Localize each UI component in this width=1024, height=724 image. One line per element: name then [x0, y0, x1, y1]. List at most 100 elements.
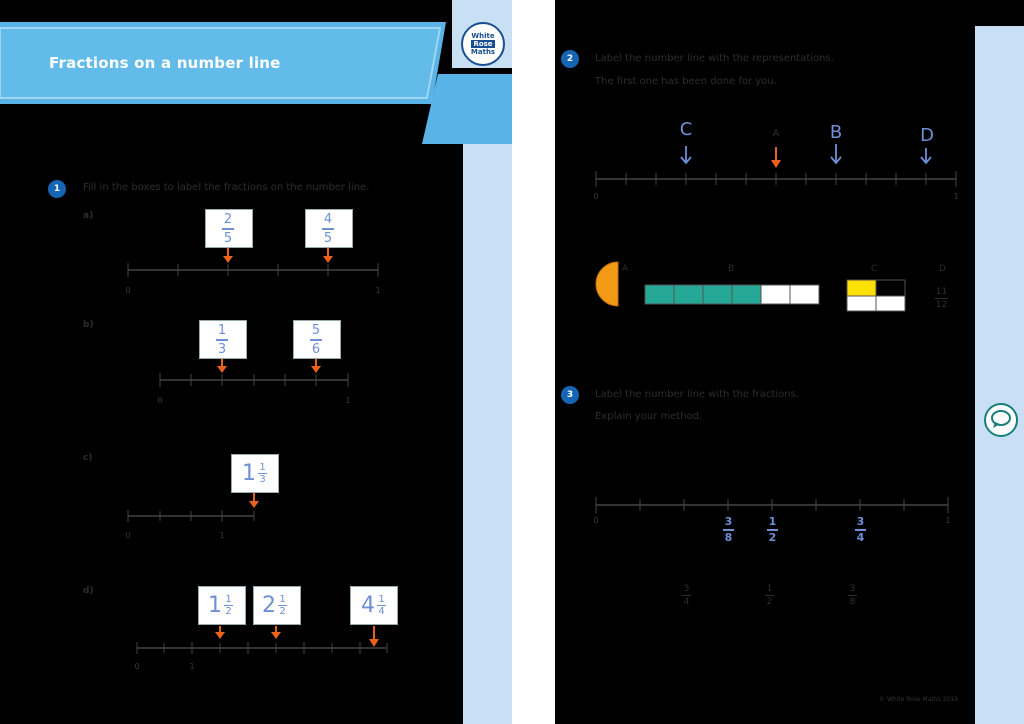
tick-label-q2-0: 0 — [593, 192, 599, 201]
question-3-prompt-line-1: Label the number line with the fractions… — [595, 389, 799, 400]
denominator: 5 — [323, 230, 333, 246]
tick-label-q3-1: 1 — [945, 516, 951, 525]
denominator: 4 — [683, 597, 690, 607]
logo-line-3: Maths — [470, 48, 496, 56]
tick-label-c-1: 1 — [219, 531, 225, 540]
rep-label-d: D — [939, 264, 946, 274]
denominator: 2 — [279, 606, 286, 618]
number-line-a — [127, 248, 379, 277]
number-line-d — [136, 626, 388, 654]
numerator: 1 — [768, 515, 777, 528]
tick-label-d-0: 0 — [134, 662, 140, 671]
whole-number: 2 — [262, 593, 276, 618]
numerator: 5 — [311, 323, 321, 338]
number-line-b — [159, 359, 349, 387]
numerator: 1 — [279, 593, 286, 605]
tick-label-b-0: 0 — [157, 396, 163, 405]
right-page: 2 Label the number line with the represe… — [555, 0, 1024, 724]
left-sidebar-strip — [463, 144, 512, 724]
numerator: 11 — [935, 287, 948, 297]
numerator: 1 — [217, 323, 227, 338]
part-d-label: d) — [83, 586, 94, 596]
denominator: 3 — [259, 474, 266, 486]
handwritten-label-d: D — [920, 125, 934, 146]
copyright-footer: © White Rose Maths 2019 — [879, 696, 958, 703]
page-gutter — [512, 0, 555, 724]
part-b-label: b) — [83, 320, 94, 330]
tick-label-a-0: 0 — [125, 286, 131, 295]
denominator: 4 — [378, 606, 385, 618]
representations — [595, 261, 906, 312]
tick-label-c-0: 0 — [125, 531, 131, 540]
white-rose-maths-logo: White Rose Maths — [461, 22, 505, 66]
tick-label-b-1: 1 — [345, 396, 351, 405]
question-3-prompt-line-2: Explain your method. — [595, 411, 703, 422]
number-line-c — [127, 493, 259, 522]
denominator: 12 — [935, 300, 948, 310]
handwritten-label-c: C — [679, 119, 693, 140]
rep-label-a: A — [622, 264, 629, 274]
logo-line-2: Rose — [471, 40, 495, 48]
rep-b-bar — [644, 284, 820, 305]
numerator: 4 — [323, 212, 333, 227]
header-banner-shapes — [0, 0, 512, 144]
numerator: 3 — [683, 584, 690, 594]
rep-label-b: B — [728, 264, 735, 274]
question-2-prompt-line-1: Label the number line with the represent… — [595, 53, 834, 64]
part-a-label: a) — [83, 211, 94, 221]
denominator: 2 — [766, 597, 773, 607]
numerator: 1 — [766, 584, 773, 594]
denominator: 2 — [225, 606, 232, 618]
page-title: Fractions on a number line — [49, 54, 281, 72]
numerator: 1 — [259, 461, 266, 473]
denominator: 6 — [311, 341, 321, 357]
numerator: 2 — [223, 212, 233, 227]
whole-number: 1 — [208, 593, 222, 618]
denominator: 8 — [849, 597, 856, 607]
whole-number: 4 — [361, 593, 375, 618]
tick-label-q2-1: 1 — [953, 192, 959, 201]
denominator: 4 — [856, 531, 865, 544]
question-number-1: 1 — [48, 180, 66, 198]
tick-label-d-1: 1 — [189, 662, 195, 671]
question-number-2: 2 — [561, 50, 579, 68]
question-2-prompt-line-2: The first one has been done for you. — [595, 76, 777, 87]
denominator: 8 — [724, 531, 733, 544]
rep-c-grid — [846, 279, 906, 312]
denominator: 5 — [223, 230, 233, 246]
speech-bubble-glyph — [991, 410, 1011, 428]
numerator: 1 — [378, 593, 385, 605]
arrow-label-a: A — [772, 129, 780, 139]
number-line-q3 — [595, 497, 949, 513]
numerator: 3 — [856, 515, 865, 528]
rep-label-c: C — [871, 264, 878, 274]
question-number-3: 3 — [561, 386, 579, 404]
speech-bubble-icon[interactable] — [984, 403, 1018, 437]
left-page: Fractions on a number line White Rose Ma… — [0, 0, 512, 724]
rep-a-semicircle — [595, 261, 619, 307]
handwritten-label-b: B — [829, 122, 843, 143]
tick-label-q3-0: 0 — [593, 516, 599, 525]
denominator: 2 — [768, 531, 777, 544]
part-c-label: c) — [83, 453, 93, 463]
